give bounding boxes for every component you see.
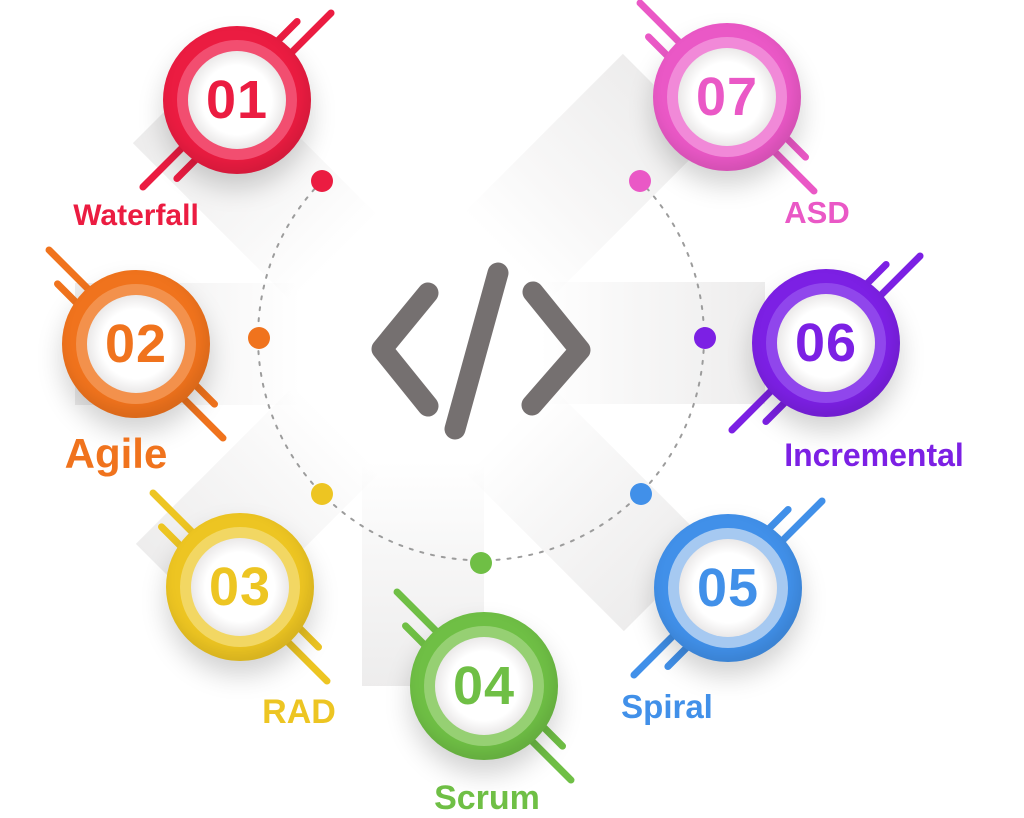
step-badge-rad: 03: [166, 513, 314, 661]
step-number: 07: [695, 67, 759, 127]
step-badge-incremental: 06: [752, 269, 900, 417]
step-number: 03: [208, 557, 272, 617]
ring-dot-scrum: [470, 552, 492, 574]
label-waterfall: Waterfall: [73, 199, 199, 232]
badge-inner-disc: [188, 51, 286, 149]
badge-inner-disc: [191, 538, 289, 636]
step-number: 05: [696, 558, 760, 618]
step-number: 06: [794, 313, 858, 373]
badge-inner-disc: [678, 48, 776, 146]
ring-dot-asd: [629, 170, 651, 192]
step-number: 02: [104, 314, 168, 374]
ring-dot-rad: [311, 483, 333, 505]
badge-inner-disc: [87, 295, 185, 393]
step-badge-agile: 02: [62, 270, 210, 418]
ring-dot-agile: [248, 327, 270, 349]
step-badge-asd: 07: [653, 23, 801, 171]
label-rad: RAD: [262, 693, 336, 731]
ring-dot-spiral: [630, 483, 652, 505]
badge-inner-disc: [679, 539, 777, 637]
step-number: 01: [205, 70, 269, 130]
step-badge-scrum: 04: [410, 612, 558, 760]
label-agile: Agile: [64, 430, 168, 477]
step-number: 04: [452, 656, 516, 716]
badge-inner-disc: [435, 637, 533, 735]
step-badge-waterfall: 01: [163, 26, 311, 174]
label-scrum: Scrum: [434, 779, 540, 817]
label-incremental: Incremental: [784, 437, 964, 473]
ring-dot-incremental: [694, 327, 716, 349]
badge-inner-disc: [777, 294, 875, 392]
step-badge-spiral: 05: [654, 514, 802, 662]
label-asd: ASD: [784, 195, 850, 230]
ring-dot-waterfall: [311, 170, 333, 192]
label-spiral: Spiral: [621, 688, 713, 725]
